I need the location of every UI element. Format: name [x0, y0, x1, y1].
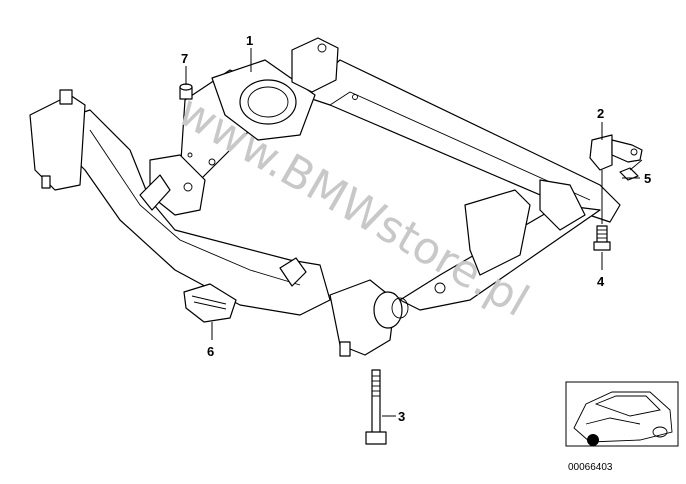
long-bolt-part-3 [365, 369, 387, 445]
callout-5-label: 5 [644, 171, 651, 186]
callout-2: 2 [597, 106, 604, 140]
bolt-part-5 [619, 159, 643, 181]
callout-4: 4 [597, 170, 605, 289]
callout-6-label: 6 [207, 344, 214, 359]
highlight-dot [587, 434, 599, 446]
car-location-inset [565, 381, 679, 447]
callout-7-label: 7 [181, 51, 188, 66]
callout-3: 3 [382, 409, 405, 424]
callout-3-label: 3 [398, 409, 405, 424]
front-axle-subframe [29, 37, 621, 357]
callout-5: 5 [622, 171, 651, 186]
callout-4-label: 4 [597, 274, 605, 289]
mounting-bracket-part-2 [589, 134, 643, 171]
callout-6: 6 [207, 322, 214, 359]
callout-7: 7 [181, 51, 188, 85]
cover-plate-part-6 [183, 283, 237, 323]
callout-1-label: 1 [246, 33, 253, 48]
callout-1: 1 [246, 33, 253, 72]
bolt-part-4 [593, 225, 611, 251]
reference-number: 00066403 [568, 462, 613, 473]
callout-2-label: 2 [597, 106, 604, 121]
